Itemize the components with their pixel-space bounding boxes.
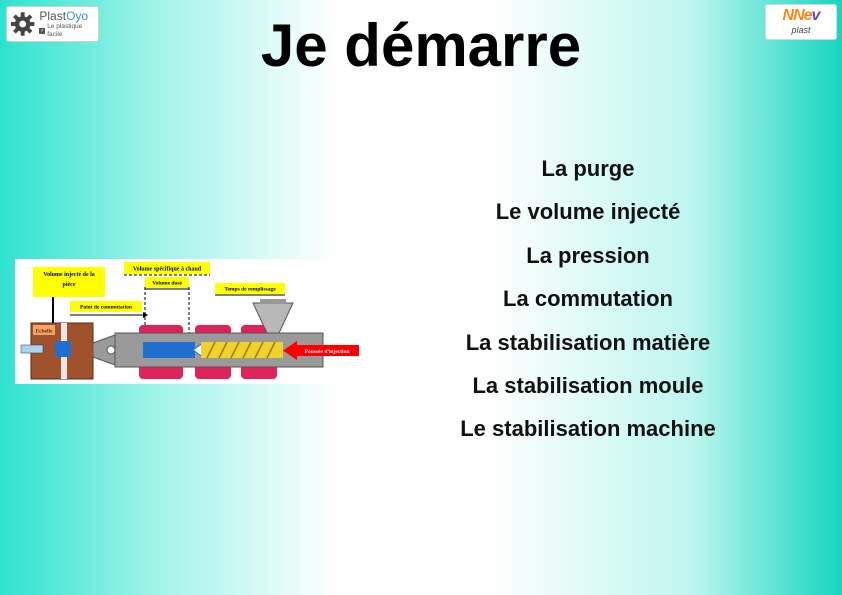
topic-item: La commutation — [503, 286, 673, 312]
topic-item: La purge — [541, 156, 635, 181]
plastoyo-logo: PlastOyo ✓Le plastique facile — [6, 6, 99, 42]
gear-icon — [10, 12, 35, 36]
label-temps-remplissage: Temps de remplissage — [224, 287, 276, 293]
nnevplast-logo: NNev plast — [765, 4, 837, 40]
push-arrow-body — [297, 345, 359, 356]
label-box-volume-dose — [145, 277, 189, 288]
label-volume-specifique: Volume spécifique à chaud — [133, 267, 202, 273]
nnevplast-sub: plast — [791, 25, 811, 35]
hopper-lip — [260, 299, 286, 304]
label-box-volume-specifique — [124, 262, 210, 274]
label-volume-dose: Volume dosé — [152, 281, 182, 287]
topic-list: La purge Le volume injecté La pression L… — [420, 147, 756, 451]
nnevplast-wordmark: NNev — [782, 7, 821, 24]
label-point-commutation: Point de commutation — [80, 305, 132, 311]
push-arrow-head — [283, 341, 297, 360]
injection-unit-diagram: Volume injecté de la pièce Volume spécif… — [15, 259, 363, 384]
screw-flights — [206, 341, 276, 359]
topic-item: Le stabilisation machine — [460, 416, 716, 442]
label-box-point-commutation — [70, 301, 142, 312]
check-icon: ✓ — [39, 27, 46, 34]
plastoyo-wordmark: PlastOyo — [39, 8, 89, 23]
label-echelle: Echelle — [35, 329, 53, 335]
label-volume-injecte-line2: pièce — [63, 282, 76, 288]
melt-volume — [143, 342, 195, 358]
topic-item: La pression — [526, 242, 650, 268]
ejector-pin — [20, 344, 44, 354]
label-box-temps-remplissage — [215, 283, 285, 294]
page-title: Je démarre — [260, 12, 582, 79]
topic-item: La stabilisation moule — [472, 373, 704, 399]
label-poussee-injection: Poussée d'injection — [305, 349, 350, 355]
nozzle-tip — [106, 345, 116, 355]
nozzle — [92, 334, 116, 366]
label-volume-injecte-line1: Volume injecté de la — [43, 272, 95, 278]
topic-item: Le volume injecté — [495, 199, 681, 225]
topic-item: La stabilisation matière — [465, 329, 711, 355]
plastoyo-tagline: ✓Le plastique facile — [39, 22, 83, 38]
mold-cavity — [55, 341, 71, 357]
label-box-volume-injecte — [33, 267, 105, 297]
echelle-box — [33, 325, 55, 335]
